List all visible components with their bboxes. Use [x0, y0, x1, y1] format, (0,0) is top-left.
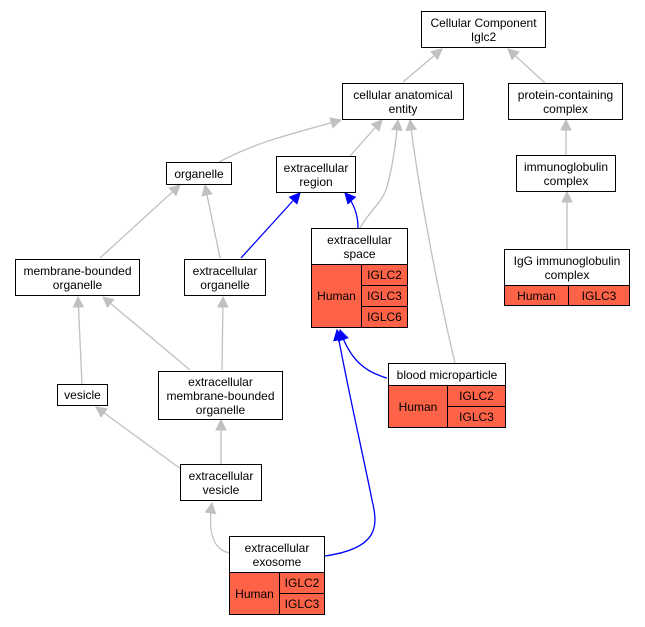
node-label: extracellular exosome: [244, 540, 310, 569]
gene-cell: IGLC2: [280, 573, 324, 594]
node-label: immunoglobulin complex: [523, 159, 609, 188]
species-cell: Human: [312, 265, 362, 327]
gene-cell: IGLC2: [448, 386, 505, 407]
edge-pcc-to-root: [507, 48, 546, 84]
annotation-table-extracellular-exosome: Human IGLC2 IGLC3: [229, 572, 325, 615]
edge-vesicle-to-mbo: [72, 295, 85, 385]
node-extracellular-region[interactable]: extracellular region: [276, 156, 356, 193]
edge-organelle-to-cae: [218, 117, 343, 163]
gene-cell: IGLC3: [459, 410, 494, 424]
gene-cell: IGLC3: [362, 286, 407, 307]
species-cell: Human: [389, 386, 448, 427]
node-protein-containing-complex[interactable]: protein-containing complex: [508, 83, 623, 120]
node-blood-microparticle[interactable]: blood microparticle: [388, 363, 506, 386]
annotation-table-blood-microparticle: Human IGLC2 IGLC3: [388, 385, 506, 428]
gene-cell: IGLC3: [581, 288, 617, 303]
node-label: protein-containing complex: [517, 87, 614, 116]
node-extracellular-vesicle[interactable]: extracellular vesicle: [180, 464, 262, 501]
edge-ecs-to-ecr: [344, 192, 359, 229]
edge-exosome-to-ecv: [204, 501, 231, 554]
node-label: cellular anatomical entity: [353, 87, 453, 116]
edge-ecs-to-cae: [359, 118, 403, 229]
node-extracellular-organelle[interactable]: extracellular organelle: [184, 259, 266, 296]
species-cell: Human: [230, 573, 280, 614]
edge-eco-to-ecr: [240, 192, 301, 259]
node-extracellular-membrane-bounded-organelle[interactable]: extracellular membrane-bounded organelle: [158, 371, 283, 420]
node-label: extracellular membrane-bounded organelle: [166, 374, 275, 417]
node-cellular-component-root[interactable]: Cellular Component Iglc2: [421, 11, 546, 48]
node-extracellular-space[interactable]: extracellular space: [311, 228, 408, 265]
node-label: extracellular space: [327, 232, 392, 261]
edge-ecr-to-cae: [349, 119, 383, 157]
node-immunoglobulin-complex[interactable]: immunoglobulin complex: [516, 155, 616, 192]
edge-exosome-to-ecs: [324, 328, 376, 557]
node-label: IgG immunoglobulin complex: [513, 253, 621, 282]
node-vesicle[interactable]: vesicle: [57, 384, 108, 406]
node-label: extracellular vesicle: [188, 468, 254, 497]
species-cell: Human: [505, 286, 569, 305]
node-cellular-anatomical-entity[interactable]: cellular anatomical entity: [342, 83, 464, 120]
edge-ecmbo-to-mbo: [102, 296, 191, 371]
edge-ecv-to-vesicle: [95, 406, 186, 473]
annotation-table-igg-immunoglobulin-complex: Human IGLC3: [504, 285, 630, 306]
gene-cell: IGLC6: [367, 310, 402, 324]
node-label: extracellular region: [283, 160, 349, 189]
node-label: membrane-bounded organelle: [23, 263, 132, 292]
edge-eco-to-organelle: [201, 183, 221, 259]
edge-blood-to-ecs: [337, 328, 388, 379]
node-extracellular-exosome[interactable]: extracellular exosome: [229, 536, 325, 573]
node-organelle[interactable]: organelle: [166, 162, 232, 185]
node-label: organelle: [174, 166, 224, 181]
node-label: vesicle: [64, 388, 101, 402]
node-membrane-bounded-organelle[interactable]: membrane-bounded organelle: [15, 259, 140, 296]
edge-cae-to-root: [402, 48, 443, 83]
node-igg-immunoglobulin-complex[interactable]: IgG immunoglobulin complex: [504, 249, 630, 286]
edge-mbo-to-organelle: [99, 184, 181, 259]
node-label: extracellular organelle: [192, 263, 258, 292]
gene-cell: IGLC2: [362, 265, 407, 286]
gene-cell: IGLC3: [284, 597, 320, 611]
edge-blood-to-cae: [405, 118, 456, 364]
node-label: Cellular Component Iglc2: [430, 15, 537, 44]
node-label: blood microparticle: [396, 367, 498, 382]
annotation-table-extracellular-space: Human IGLC2 IGLC3 IGLC6: [311, 264, 408, 328]
edge-ecmbo-to-eco: [217, 295, 229, 371]
